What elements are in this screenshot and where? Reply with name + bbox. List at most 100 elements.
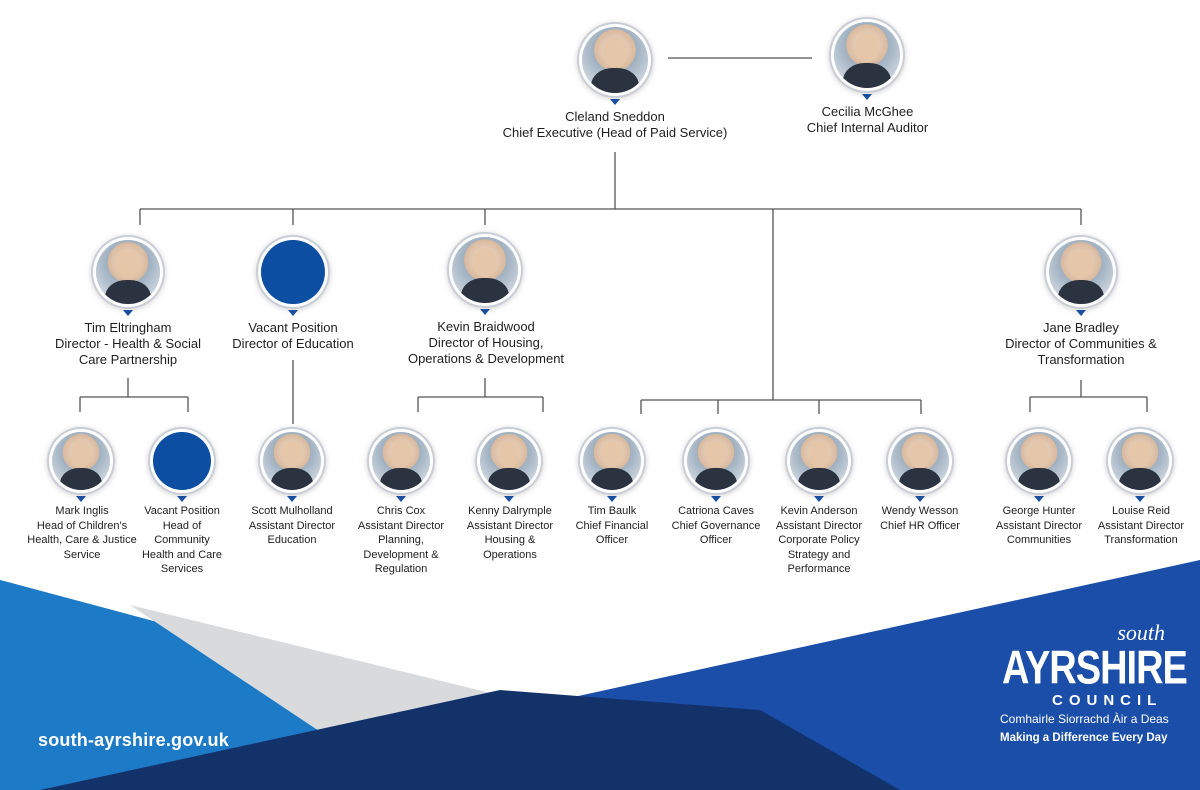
portrait-body — [488, 467, 530, 490]
portrait-head — [603, 37, 627, 67]
portrait-photo — [583, 432, 641, 490]
person-title: Director of Housing, Operations & Develo… — [407, 335, 565, 366]
portrait-photo — [790, 432, 848, 490]
person-name: George Hunter — [1002, 505, 1076, 517]
person-name: Tim Baulk — [587, 505, 637, 517]
portrait-photo — [834, 22, 900, 88]
logo-gaelic-name: Comhairle Siorrachd Àir a Deas — [1000, 712, 1169, 726]
person-title: Assistant Director Transformation — [1097, 519, 1185, 547]
person-name: Vacant Position — [248, 320, 338, 335]
person-name: Cleland Sneddon — [565, 109, 665, 124]
portrait-body — [798, 467, 840, 490]
person-title: Assistant Director Education — [248, 519, 336, 547]
pointer-triangle — [1135, 496, 1145, 502]
person-title: Assistant Director Housing & Operations — [466, 519, 554, 561]
portrait-body — [60, 467, 102, 490]
portrait-body — [899, 467, 941, 490]
portrait-head — [705, 441, 727, 467]
portrait-head — [498, 441, 520, 467]
pointer-triangle — [607, 496, 617, 502]
person-name: Mark Inglis — [55, 505, 109, 517]
logo-south: south — [1117, 620, 1165, 645]
person-title: Chief Financial Officer — [575, 519, 649, 547]
portrait-head — [855, 32, 879, 62]
person-name: Tim Eltringham — [84, 320, 172, 335]
vacant-placeholder-circle — [153, 432, 211, 490]
portrait-photo — [52, 432, 110, 490]
pointer-triangle — [396, 496, 406, 502]
person-title: Chief Executive (Head of Paid Service) — [502, 125, 728, 140]
pointer-triangle — [814, 496, 824, 502]
person-title: Head of Children's Health, Care & Justic… — [27, 519, 137, 561]
website-url[interactable]: south-ayrshire.gov.uk — [38, 730, 229, 750]
portrait-head — [808, 441, 830, 467]
person-name: Wendy Wesson — [881, 505, 959, 517]
pointer-triangle — [1076, 310, 1086, 316]
person-title: Director of Education — [232, 336, 354, 351]
portrait-body — [843, 62, 891, 88]
portrait-head — [1069, 250, 1093, 279]
portrait-body — [1018, 467, 1060, 490]
portrait-head — [1028, 441, 1050, 467]
portrait-head — [70, 441, 92, 467]
portrait-body — [380, 467, 422, 490]
person-title: Assistant Director Planning, Development… — [357, 519, 445, 576]
portrait-head — [601, 441, 623, 467]
portrait-photo — [891, 432, 949, 490]
person-name: Kevin Anderson — [780, 505, 858, 517]
portrait-body — [104, 279, 152, 304]
portrait-photo — [96, 240, 160, 304]
portrait-photo — [1049, 240, 1113, 304]
person-title: Chief Internal Auditor — [806, 120, 929, 135]
portrait-head — [473, 247, 497, 277]
person-name: Catriona Caves — [678, 505, 754, 517]
person-name: Louise Reid — [1111, 505, 1171, 517]
portrait-head — [116, 250, 140, 279]
vacant-placeholder-circle — [261, 240, 325, 304]
person-title: Assistant Director Corporate Policy Stra… — [775, 519, 863, 576]
portrait-body — [271, 467, 313, 490]
portrait-photo — [452, 237, 518, 303]
portrait-head — [909, 441, 931, 467]
pointer-triangle — [711, 496, 721, 502]
footer-dark-navy-wave — [40, 690, 900, 790]
person-title: Assistant Director Communities — [995, 519, 1083, 547]
person-title: Chief HR Officer — [880, 519, 960, 532]
pointer-triangle — [915, 496, 925, 502]
portrait-photo — [480, 432, 538, 490]
person-title: Director of Communities & Transformation — [1005, 336, 1157, 367]
pointer-triangle — [610, 99, 620, 105]
pointer-triangle — [288, 310, 298, 316]
pointer-triangle — [123, 310, 133, 316]
logo-tagline: Making a Difference Every Day — [1000, 732, 1168, 744]
portrait-photo — [263, 432, 321, 490]
logo-council: COUNCIL — [1052, 692, 1163, 709]
pointer-triangle — [862, 94, 872, 100]
pointer-triangle — [1034, 496, 1044, 502]
pointer-triangle — [76, 496, 86, 502]
pointer-triangle — [504, 496, 514, 502]
person-name: Kevin Braidwood — [437, 319, 535, 334]
person-name: Vacant Position — [144, 505, 220, 517]
pointer-triangle — [177, 496, 187, 502]
portrait-head — [1129, 441, 1151, 467]
person-name: Kenny Dalrymple — [468, 505, 552, 517]
person-name: Cecilia McGhee — [821, 104, 914, 119]
